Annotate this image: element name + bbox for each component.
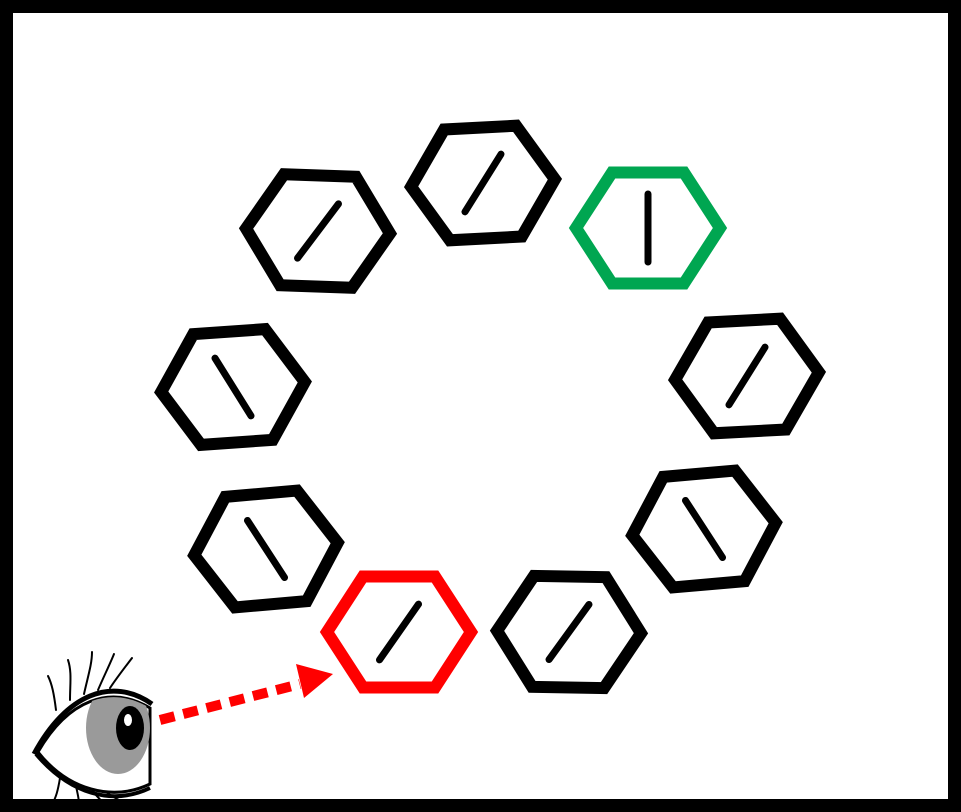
dotted-arrow-icon (296, 664, 333, 698)
orientation-line-left-tilt (685, 498, 722, 561)
gaze-indicator (160, 664, 333, 720)
hexagon-item-2-distractor (408, 124, 558, 242)
gaze-arrow-shaft (160, 684, 300, 720)
eye-highlight (124, 714, 132, 726)
eye-pupil (116, 706, 144, 750)
hexagon-item-4-distractor (672, 317, 822, 435)
hexagon-item-6-distractor (496, 575, 642, 688)
orientation-line-right-tilt (549, 604, 589, 660)
orientation-line-right-tilt (380, 604, 419, 660)
orientation-line-right-tilt (298, 202, 339, 259)
hexagon-item-3-target (576, 173, 720, 284)
eye-icon (34, 652, 152, 808)
search-items (157, 124, 822, 689)
hexagon-item-5-distractor (627, 467, 780, 590)
hexagon-item-8-distractor (189, 487, 342, 610)
orientation-line-right-tilt (462, 154, 504, 212)
hexagon-item-9-distractor (157, 327, 308, 448)
orientation-line-left-tilt (215, 356, 251, 418)
hexagon-item-7-attended (327, 577, 471, 688)
orientation-line-right-tilt (726, 347, 768, 405)
hexagon-item-1-distractor (244, 173, 392, 289)
orientation-line-left-tilt (247, 518, 284, 581)
